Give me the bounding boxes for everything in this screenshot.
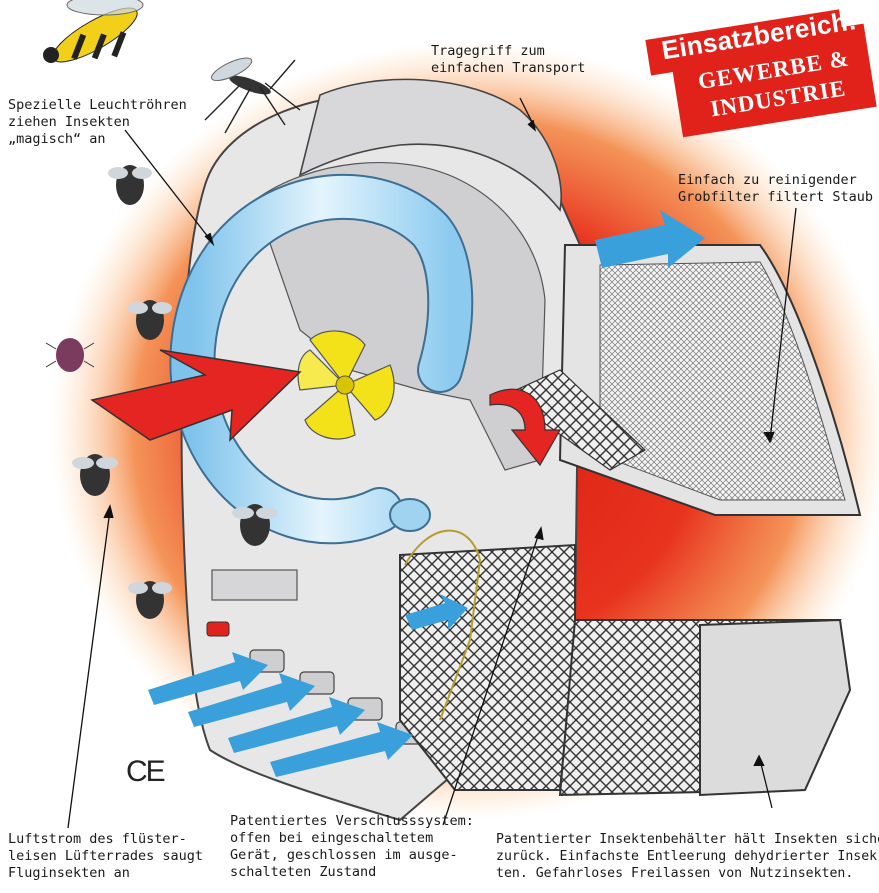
caption-insect-container: Patentierter Insektenbehälter hält Insek… xyxy=(496,831,879,882)
caption-carry-handle: Tragegriff zum einfachen Transport xyxy=(431,43,585,77)
caption-closure-system: Patentiertes Verschlusssystem: offen bei… xyxy=(230,813,474,881)
wasp-icon xyxy=(43,0,144,74)
ce-mark: CE xyxy=(126,755,164,789)
caption-coarse-filter: Einfach zu reinigender Grobfilter filter… xyxy=(678,172,873,206)
caption-airflow: Luftstrom des flüster- leisen Lüfterrade… xyxy=(8,831,203,882)
caption-uv-tubes: Spezielle Leuchtröhren ziehen Insekten „… xyxy=(8,97,187,148)
